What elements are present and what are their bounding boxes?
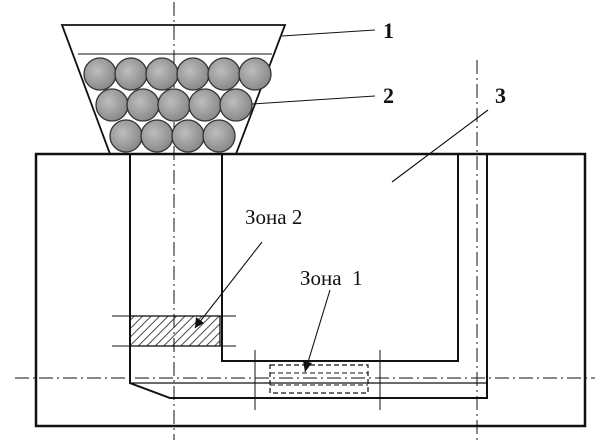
zone2-label: Зона 2	[245, 205, 302, 229]
leader-lines	[194, 29, 489, 373]
ball	[114, 57, 148, 91]
ball	[157, 88, 191, 122]
ball	[83, 57, 117, 91]
callout-1: 1	[383, 18, 394, 43]
zone1-label: Зона 1	[300, 266, 363, 290]
ball	[140, 119, 174, 153]
zone1-region	[254, 350, 381, 410]
ball	[207, 57, 241, 91]
ball	[145, 57, 179, 91]
callout-3: 3	[495, 83, 506, 108]
outer-block	[34, 152, 587, 428]
zone2-region	[112, 315, 236, 347]
hopper	[60, 24, 287, 155]
ball	[171, 119, 205, 153]
ball	[109, 119, 143, 153]
inner-channel	[129, 154, 488, 399]
ball	[95, 88, 129, 122]
callout-2: 2	[383, 83, 394, 108]
ball	[176, 57, 210, 91]
arrow-heads	[195, 317, 312, 372]
ball	[219, 88, 253, 122]
ball	[188, 88, 222, 122]
ball	[238, 57, 272, 91]
ball	[126, 88, 160, 122]
balls-group	[83, 57, 272, 153]
ball	[202, 119, 236, 153]
